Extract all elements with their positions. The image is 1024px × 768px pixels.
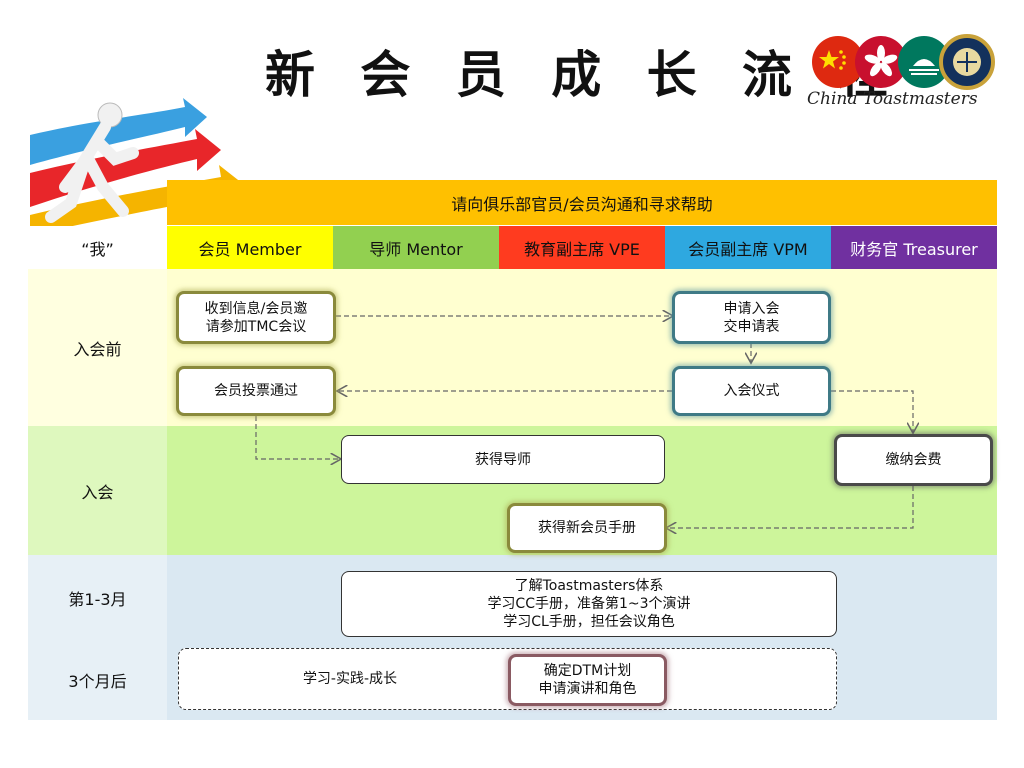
role-treasurer: 财务官 Treasurer: [831, 226, 997, 269]
china-toastmasters-logo: China Toastmasters: [805, 30, 1005, 115]
learn-program-box: 了解Toastmasters体系学习CC手册，准备第1~3个演讲学习CL手册，担…: [341, 571, 837, 637]
row-label-before-joining: 入会前: [73, 339, 122, 359]
row-label-joining: 入会: [81, 482, 114, 502]
receive-invitation-box: 收到信息/会员邀请参加TMC会议: [176, 291, 336, 344]
role-mentor: 导师 Mentor: [333, 226, 499, 269]
apply-membership-box: 申请入会交申请表: [672, 291, 831, 344]
page-title: 新 会 员 成 长 流 程: [265, 46, 902, 104]
logo-text: China Toastmasters: [807, 89, 978, 109]
get-mentor-box: 获得导师: [341, 435, 665, 484]
member-vote-box: 会员投票通过: [176, 366, 336, 416]
help-banner: 请向俱乐部官员/会员沟通和寻求帮助: [167, 180, 997, 225]
role-vpe: 教育副主席 VPE: [499, 226, 665, 269]
flags-emblem-icon: [812, 34, 995, 90]
new-member-kit-box: 获得新会员手册: [507, 503, 667, 553]
row-label-months-1-3: 第1-3月: [68, 589, 127, 609]
me-label: “我”: [28, 226, 167, 269]
pay-dues-box: 缴纳会费: [834, 434, 993, 486]
role-member: 会员 Member: [167, 226, 333, 269]
row-label-after-3-months: 3个月后: [68, 672, 127, 691]
growth-container: [178, 648, 837, 710]
induction-ceremony-box: 入会仪式: [672, 366, 831, 416]
learn-practice-grow-label: 学习-实践-成长: [302, 671, 398, 687]
role-vpm: 会员副主席 VPM: [665, 226, 831, 269]
dtm-plan-box: 确定DTM计划申请演讲和角色: [508, 654, 667, 706]
row-label-column: [28, 269, 167, 720]
